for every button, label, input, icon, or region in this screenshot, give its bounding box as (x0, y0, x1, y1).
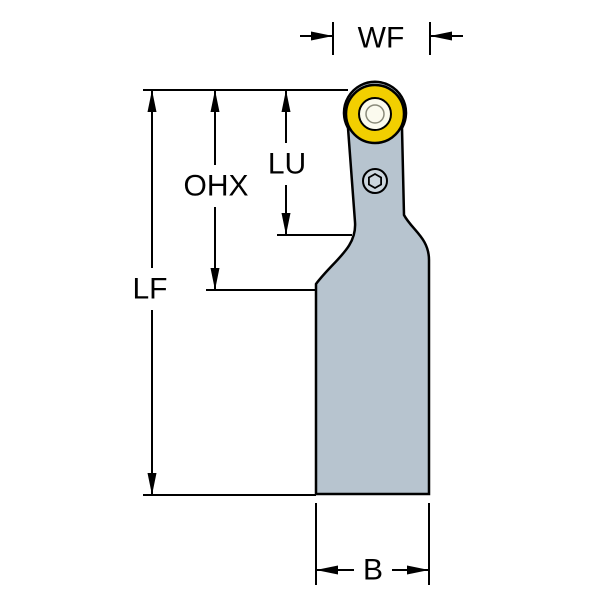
b-arrow-right (407, 565, 429, 575)
lu-label: LU (268, 148, 306, 181)
b-label-bg (354, 550, 392, 590)
dimension-ohx: OHX (177, 90, 316, 291)
lu-arrow-top (281, 90, 291, 112)
dimension-wf: WF (300, 22, 463, 55)
dimension-lf: LF (127, 90, 316, 496)
clamp-screw (362, 168, 388, 194)
b-arrow-left (316, 565, 338, 575)
lf-label-bg (127, 268, 173, 310)
screw-hex-socket-icon (367, 172, 383, 190)
wf-arrow-left (311, 31, 333, 41)
wf-arrow-right (430, 31, 452, 41)
ohx-arrow-top (210, 90, 220, 112)
wf-label: WF (358, 22, 405, 55)
ohx-arrow-bottom (210, 268, 220, 290)
lf-arrow-bottom (147, 473, 157, 495)
lu-arrow-bottom (281, 213, 291, 235)
insert-hole-ring (365, 104, 385, 124)
dimension-b: B (315, 503, 430, 590)
dimension-lu: LU (261, 90, 352, 236)
insert-hole (358, 97, 392, 131)
b-label: B (363, 554, 383, 587)
ohx-label-bg (177, 165, 255, 207)
lu-label-bg (261, 143, 313, 185)
tool-holder-outline (314, 80, 431, 496)
ohx-label: OHX (183, 170, 248, 203)
lf-arrow-top (147, 90, 157, 112)
tool-body (314, 80, 431, 496)
lf-label: LF (132, 273, 167, 306)
